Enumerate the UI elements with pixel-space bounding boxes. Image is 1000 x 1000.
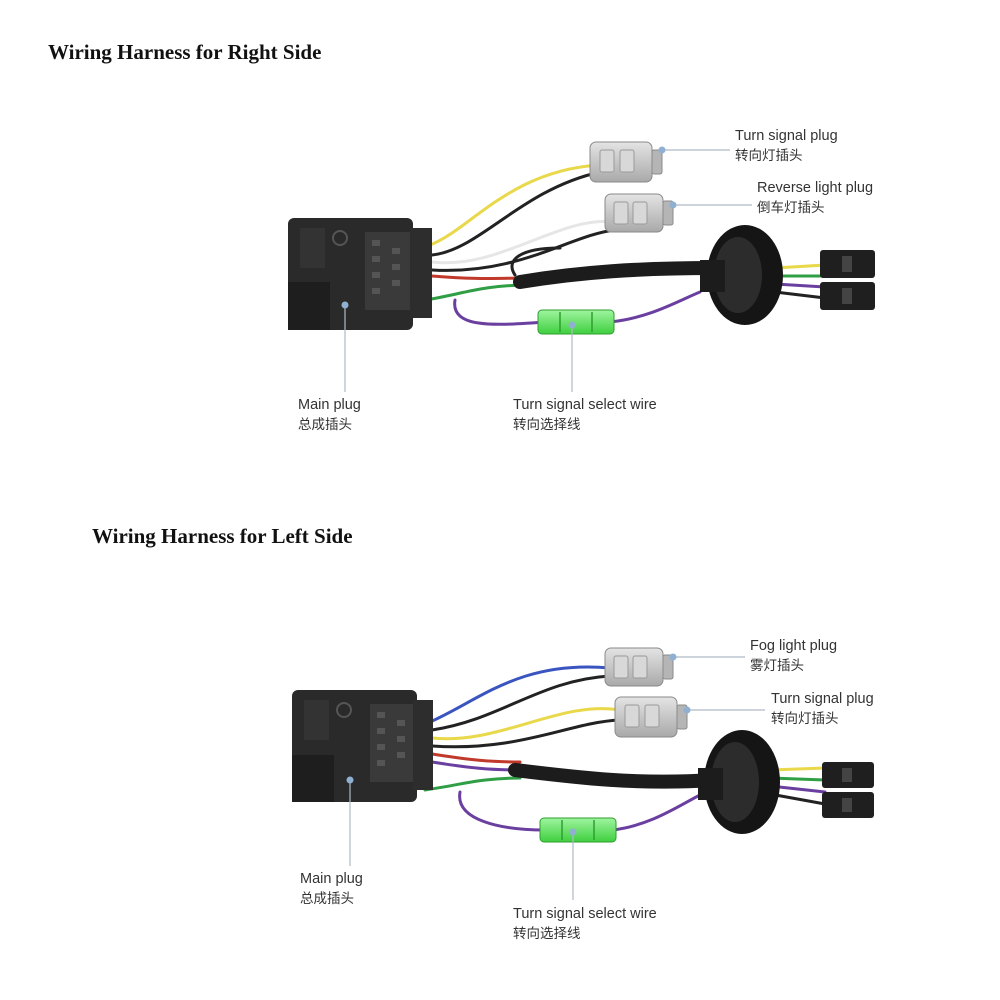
left-wire-black-a xyxy=(430,674,612,732)
left-turn-signal-plug-en: Turn signal plug xyxy=(771,691,874,707)
right-main-plug-en: Main plug xyxy=(298,397,361,413)
left-wire-purple-a xyxy=(458,790,547,832)
left-turn-signal-select-wire-label: Turn signal select wire 转向选择线 xyxy=(513,904,657,944)
right-wire-out-purple xyxy=(773,282,827,289)
left-main-plug xyxy=(292,690,433,802)
left-harness xyxy=(292,647,874,900)
left-wire-green xyxy=(423,776,522,792)
left-main-plug-zh: 总成插头 xyxy=(300,891,354,907)
right-wire-black-b xyxy=(430,228,617,272)
right-harness-wires xyxy=(423,163,827,326)
right-side-title: Wiring Harness for Right Side xyxy=(48,40,322,64)
left-main-plug-en: Main plug xyxy=(300,871,363,887)
right-sleeve xyxy=(513,261,722,289)
right-turn-signal-select-wire-en: Turn signal select wire xyxy=(513,397,657,413)
right-main-plug-zh: 总成插头 xyxy=(298,417,352,433)
right-turn-signal-select-wire-label: Turn signal select wire 转向选择线 xyxy=(513,395,657,435)
right-select-wire-fuse xyxy=(537,309,615,335)
right-main-plug xyxy=(288,218,432,330)
left-wire-out-black xyxy=(768,792,827,806)
left-turn-signal-select-wire-zh: 转向选择线 xyxy=(513,926,581,942)
left-wire-purple-b xyxy=(610,793,702,832)
left-wire-blue xyxy=(428,665,612,724)
left-wire-out-yellow xyxy=(768,766,827,772)
left-main-plug-label: Main plug 总成插头 xyxy=(300,869,363,909)
right-output-plugs xyxy=(820,250,875,310)
left-turn-signal-plug-zh: 转向灯插头 xyxy=(771,711,839,727)
right-reverse-gray-plug xyxy=(604,193,674,233)
left-wire-yellow xyxy=(430,707,622,741)
right-main-plug-label: Main plug 总成插头 xyxy=(298,395,361,435)
left-turn-signal-gray-plug xyxy=(614,696,688,738)
left-leader-lines xyxy=(349,656,765,900)
left-wire-red xyxy=(430,752,522,764)
left-turn-signal-select-wire-en: Turn signal select wire xyxy=(513,906,657,922)
left-fog-light-plug-label: Fog light plug 雾灯插头 xyxy=(750,636,837,676)
right-wire-black-c xyxy=(510,246,562,277)
right-grommet xyxy=(700,225,783,325)
right-wire-purple-b xyxy=(608,290,702,324)
left-select-wire-fuse xyxy=(539,817,617,843)
right-leader-lines xyxy=(344,149,752,392)
right-wire-out-yellow xyxy=(773,263,827,270)
left-fog-light-plug-zh: 雾灯插头 xyxy=(750,658,804,674)
left-fog-light-plug-en: Fog light plug xyxy=(750,638,838,654)
right-reverse-light-plug-label: Reverse light plug 倒车灯插头 xyxy=(757,178,873,218)
left-side-title: Wiring Harness for Left Side xyxy=(92,524,353,548)
right-wire-black-a xyxy=(430,170,602,257)
right-wire-purple-a xyxy=(453,298,547,326)
right-turn-signal-select-wire-zh: 转向选择线 xyxy=(513,417,581,433)
right-wire-out-black xyxy=(773,290,827,300)
right-wire-yellow xyxy=(428,163,602,247)
right-wire-white xyxy=(430,219,617,265)
right-leader-dots xyxy=(341,146,677,329)
left-output-plugs xyxy=(822,762,874,818)
right-turn-signal-plug-label: Turn signal plug 转向灯插头 xyxy=(735,126,838,166)
right-turn-signal-plug-zh: 转向灯插头 xyxy=(735,148,803,164)
left-wire-black-b xyxy=(430,718,622,749)
right-turn-signal-gray-plug xyxy=(589,141,663,183)
right-reverse-light-plug-zh: 倒车灯插头 xyxy=(757,200,825,216)
right-harness xyxy=(288,141,875,392)
left-fog-gray-plug xyxy=(604,647,674,687)
right-wire-green xyxy=(423,283,532,302)
right-reverse-light-plug-en: Reverse light plug xyxy=(757,180,874,196)
left-turn-signal-plug-label: Turn signal plug 转向灯插头 xyxy=(771,689,874,729)
left-sleeve xyxy=(508,763,719,789)
left-grommet xyxy=(698,730,780,834)
right-turn-signal-plug-en: Turn signal plug xyxy=(735,128,838,144)
left-leader-dots xyxy=(346,653,691,836)
